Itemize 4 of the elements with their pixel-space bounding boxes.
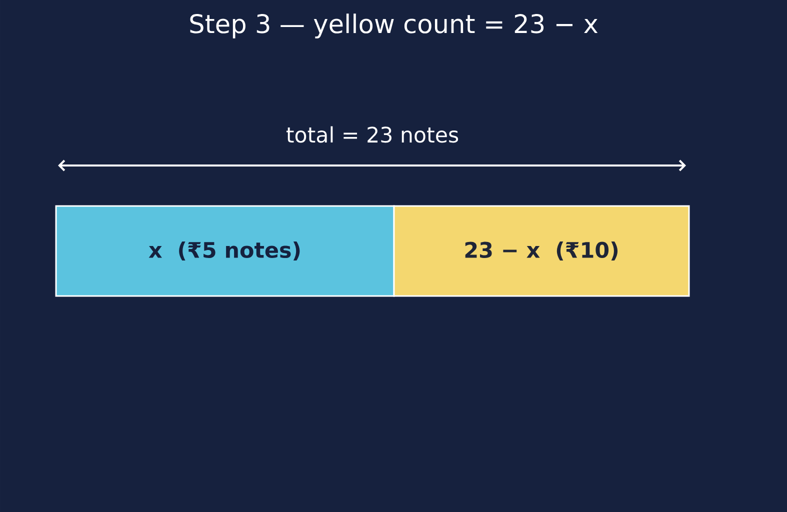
title: Step 3 — yellow count = 23 − x — [190, 14, 598, 38]
bar-segment: x (₹5 notes) — [55, 205, 395, 297]
bar-segment: 23 − x (₹10) — [393, 205, 690, 297]
dimension-label: total = 23 notes — [286, 126, 458, 143]
